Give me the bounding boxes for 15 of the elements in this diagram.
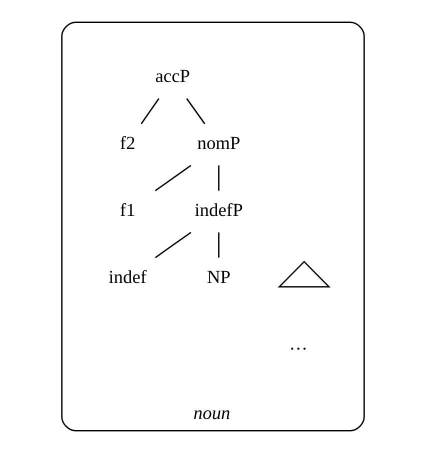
node-text: indef [108,266,146,287]
node-text: indefP [194,200,242,220]
node-text: NP [206,266,230,287]
node-text: accP [154,66,190,86]
connector [154,232,191,258]
connector [186,98,205,124]
connector [218,165,219,191]
node-label: … [288,334,308,354]
connector [140,98,159,124]
node-text: nomP [196,132,240,153]
node-text: f1 [119,200,135,220]
connector [218,232,219,258]
connector [154,164,191,192]
node-text: f2 [119,132,135,153]
node-triangle [277,260,330,288]
